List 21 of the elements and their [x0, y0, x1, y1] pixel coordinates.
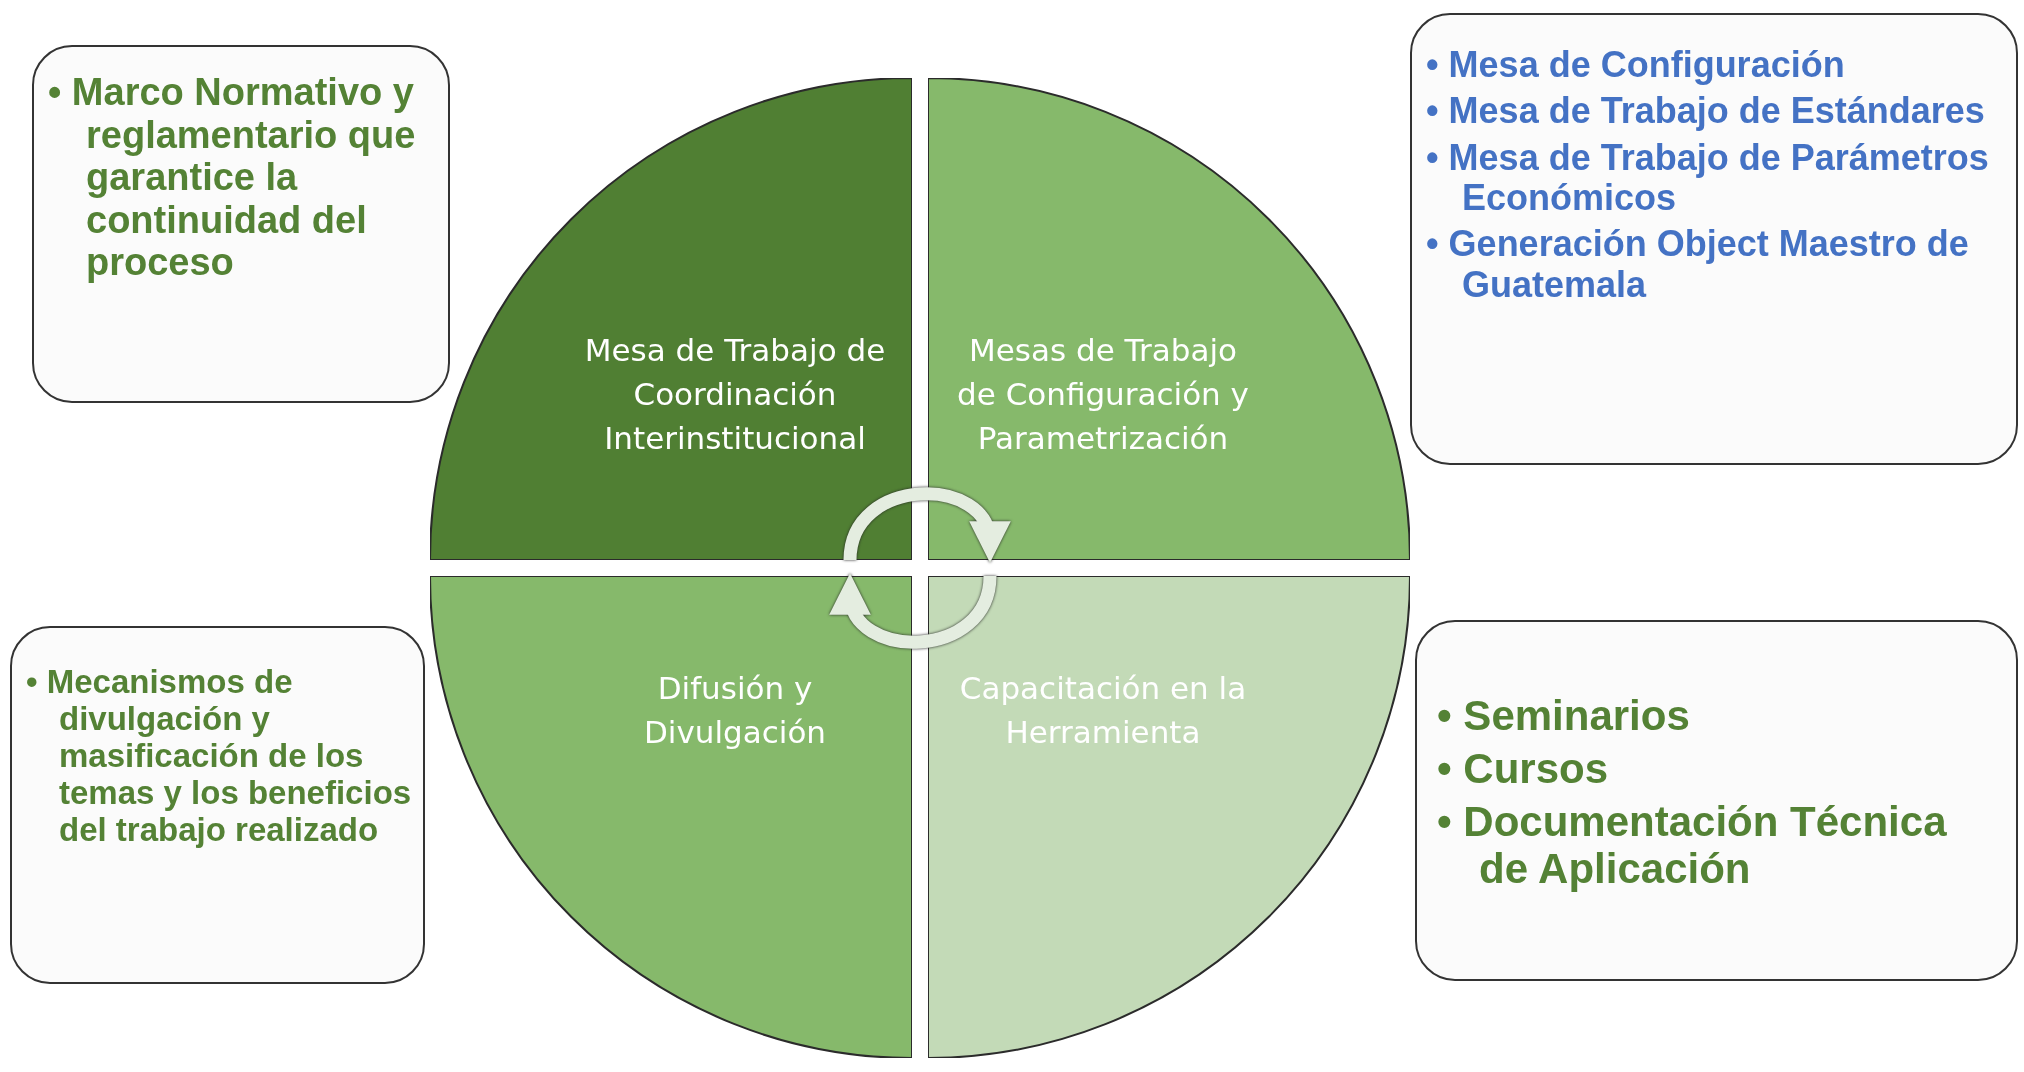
- quarter-circle-segment: [928, 576, 1410, 1058]
- bullet-item: • Seminarios: [1437, 692, 1691, 740]
- bullet-item: • Mecanismos de divulgación y masificación de los temas y los beneficios del trabajo realizado: [26, 664, 413, 849]
- rounded-text-box: [1410, 13, 2018, 465]
- rounded-text-box: [10, 626, 425, 984]
- quarter-circle-segment: [928, 78, 1410, 560]
- bullet-item: • Marco Normativo y reglamentario que garantice la continuidad del proceso: [48, 71, 417, 284]
- quarter-circle-segment: [430, 576, 912, 1058]
- segment-label: Difusión y Divulgación: [642, 669, 827, 752]
- quarter-circle-segment: [430, 78, 912, 560]
- bullet-item: • Generación Object Maestro de Guatemala: [1426, 224, 1970, 305]
- bullet-item: • Documentación Técnica de Aplicación: [1437, 798, 1948, 893]
- segment-label: Mesas de Trabajo de Configuración y Parametrización: [956, 331, 1250, 459]
- bullet-item: • Mesa de Trabajo de Parámetros Económicos: [1426, 137, 1990, 219]
- rounded-text-box: [32, 45, 450, 403]
- rounded-text-box: [1415, 620, 2018, 981]
- segment-label: Mesa de Trabajo de Coordinación Interinstitucional: [583, 331, 887, 459]
- bullet-item: • Cursos: [1437, 745, 1610, 793]
- segment-label: Capacitación en la Herramienta: [958, 669, 1248, 752]
- bullet-item: • Mesa de Trabajo de Estándares: [1426, 91, 1986, 132]
- bullet-item: • Mesa de Configuración: [1426, 45, 1846, 86]
